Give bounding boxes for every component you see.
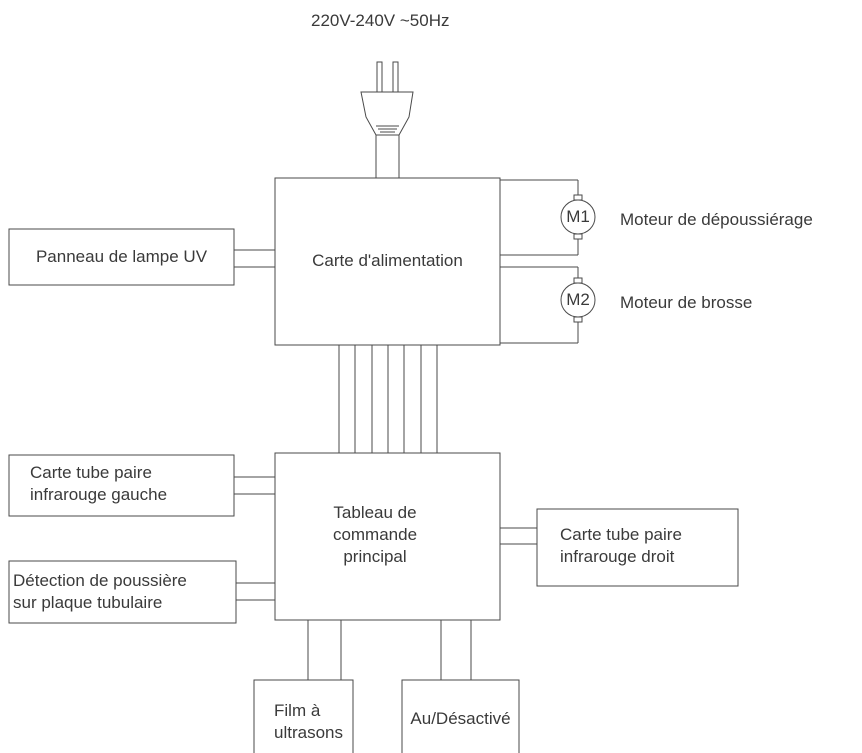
on-off-label: Au/Désactivé — [410, 709, 511, 728]
ir-right-box — [536, 508, 739, 587]
dust-detection-box — [8, 560, 237, 624]
motor-m2-badge: M2 — [566, 290, 590, 309]
ultrasonic-film-box — [253, 679, 354, 753]
power-supply-label: 220V-240V ~50Hz — [311, 11, 450, 30]
ir-right-label: Carte tube paire infrarouge droit — [560, 525, 682, 566]
board-interconnect-bus — [338, 345, 438, 453]
dust-detection-label: Détection de poussière sur plaque tubula… — [13, 571, 187, 612]
ir-left-label: Carte tube paire infrarouge gauche — [30, 463, 168, 504]
ultrasonic-film-label: Film à ultrasons — [274, 701, 343, 742]
power-board-label: Carte d'alimentation — [312, 251, 463, 270]
main-control-board-box — [274, 452, 501, 621]
uv-lamp-panel-box — [8, 228, 235, 286]
ir-left-box — [8, 454, 235, 517]
motor-m1-badge: M1 — [566, 207, 590, 226]
main-control-board-label: Tableau de commande principal — [332, 503, 418, 566]
uv-lamp-panel-label: Panneau de lampe UV — [35, 247, 208, 266]
power-plug-icon — [360, 61, 414, 178]
on-off-box — [401, 679, 520, 753]
motor-brush-label: Moteur de brosse — [620, 293, 753, 312]
motor-dust-label: Moteur de dépoussiérage — [620, 210, 813, 229]
